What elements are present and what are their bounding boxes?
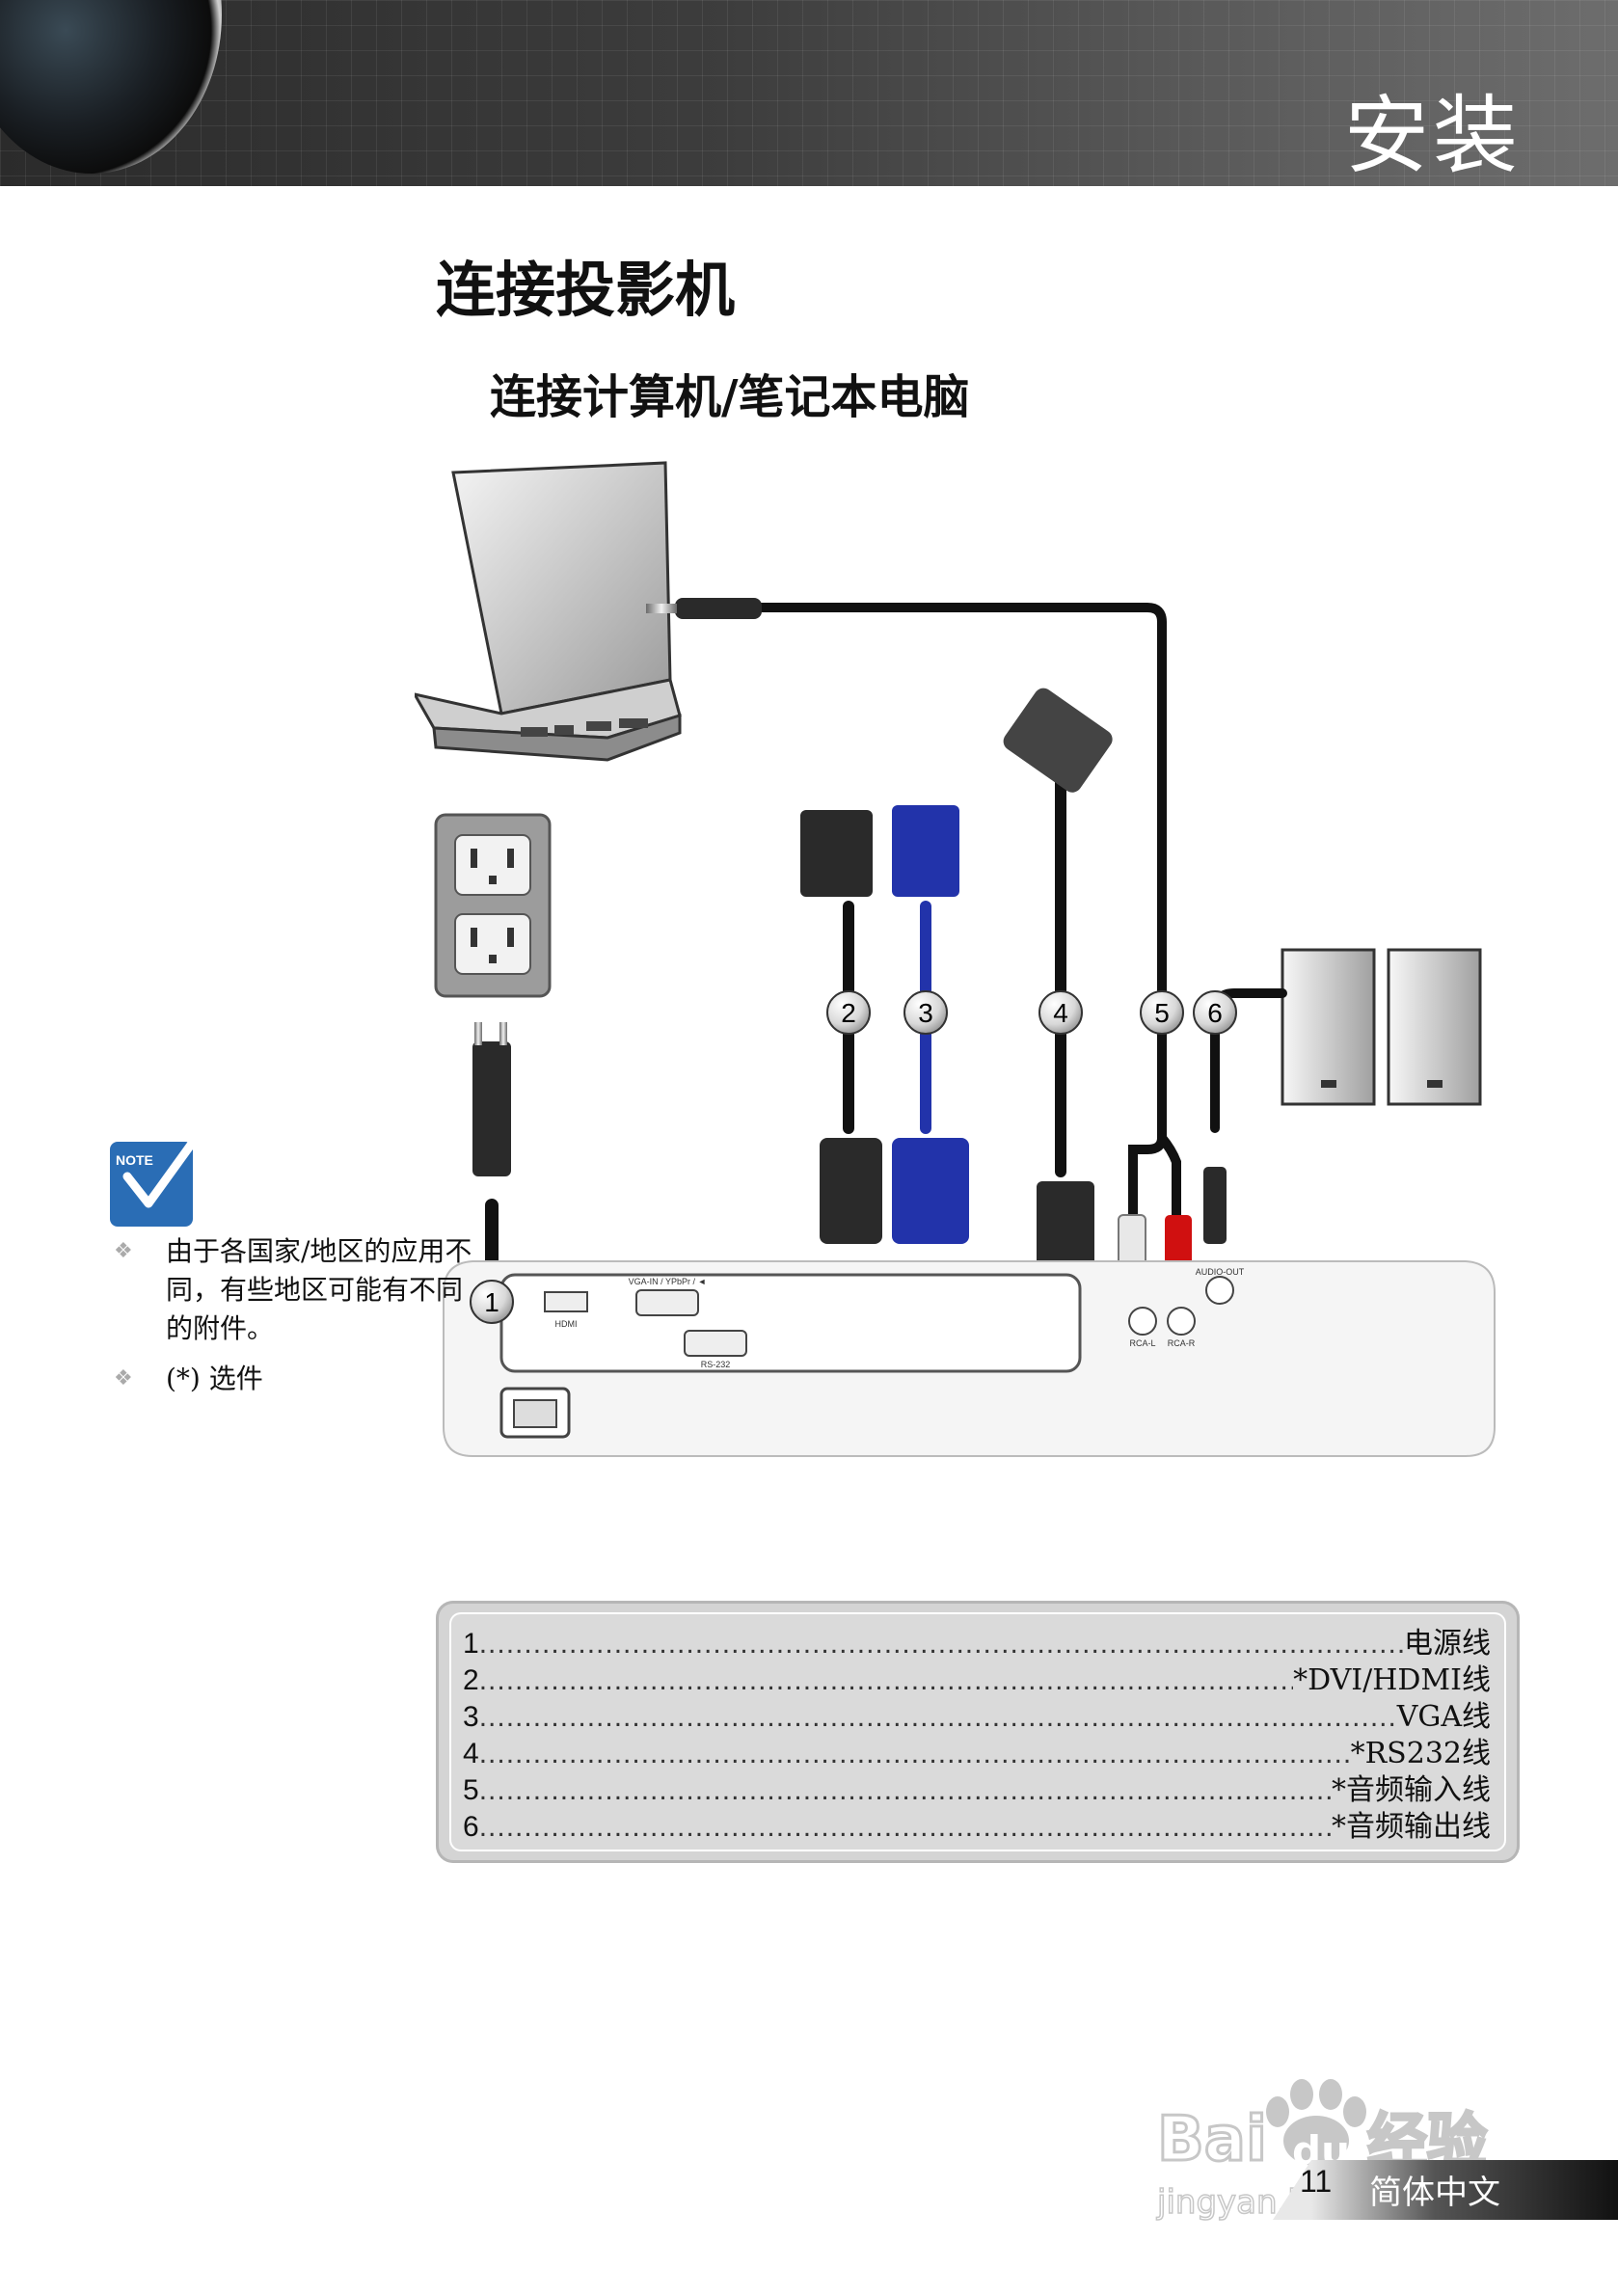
legend-number: 4 [463, 1738, 479, 1769]
port-label-audio-out: AUDIO-OUT [1196, 1267, 1245, 1277]
callout-label-4: 4 [1053, 998, 1068, 1028]
legend-row: 4 ......................................… [463, 1736, 1491, 1772]
leader-dots: ........................................… [478, 1738, 1351, 1769]
footer-language: 简体中文 [1369, 2174, 1500, 2212]
callout-3: 3 [903, 990, 948, 1035]
callout-5: 5 [1140, 990, 1184, 1035]
callout-label-1: 1 [484, 1287, 499, 1317]
legend-number: 5 [463, 1774, 479, 1806]
legend-number: 6 [463, 1811, 479, 1843]
speakers-graphic [1281, 948, 1482, 1106]
note-item: ❖ 由于各国家/地区的应用不同，有些地区可能有不同的附件。 [114, 1232, 484, 1348]
callout-label-5: 5 [1154, 998, 1170, 1028]
note-item: ❖ (*) 选件 [114, 1360, 484, 1398]
leader-dots: ........................................… [478, 1811, 1332, 1843]
legend-label: *RS232线 [1350, 1737, 1491, 1770]
legend-number: 2 [463, 1664, 479, 1696]
callout-1: 1 [470, 1280, 514, 1324]
legend-label: VGA线 [1396, 1700, 1491, 1734]
cable-legend-panel [449, 1612, 1506, 1851]
port-label-hdmi: HDMI [555, 1319, 578, 1329]
page-number: 11 [1300, 2164, 1333, 2199]
page-subtitle: 连接计算机/笔记本电脑 [490, 370, 970, 424]
diamond-bullet-icon: ❖ [114, 1239, 133, 1263]
legend-label: *DVI/HDMI线 [1293, 1663, 1491, 1697]
leader-dots: ........................................… [478, 1664, 1293, 1696]
legend-row: 1 ......................................… [463, 1626, 1491, 1662]
projector-graphic [443, 1260, 1496, 1457]
port-label-vga: VGA-IN / YPbPr / ◄ [629, 1277, 707, 1286]
legend-row: 2 ......................................… [463, 1662, 1491, 1699]
legend-row: 5 ......................................… [463, 1772, 1491, 1809]
leader-dots: ........................................… [478, 1774, 1332, 1806]
port-label-rca-l: RCA-L [1129, 1338, 1155, 1348]
callout-4: 4 [1038, 990, 1083, 1035]
callout-6: 6 [1193, 990, 1237, 1035]
callout-label-2: 2 [841, 998, 856, 1028]
callout-label-3: 3 [918, 998, 933, 1028]
header-banner: 安装 [0, 0, 1618, 186]
connection-diagram: 1 2 3 4 5 6 HDMI VGA-IN / YPbPr / ◄ RS-2… [415, 461, 1496, 1457]
note-icon: NOTE [110, 1129, 202, 1227]
wall-outlet-graphic [434, 813, 552, 998]
legend-row: 3 ......................................… [463, 1699, 1491, 1736]
legend-label: *音频输入线 [1332, 1773, 1491, 1807]
callout-label-6: 6 [1207, 998, 1223, 1028]
banner-grid-pattern [0, 0, 1618, 186]
leader-dots: ........................................… [478, 1628, 1404, 1660]
paw-logo-icon [1266, 2079, 1366, 2166]
section-title: 安装 [1343, 86, 1522, 185]
note-list: ❖ 由于各国家/地区的应用不同，有些地区可能有不同的附件。 ❖ (*) 选件 [114, 1232, 484, 1410]
note-text: 由于各国家/地区的应用不同，有些地区可能有不同的附件。 [166, 1235, 472, 1344]
diamond-bullet-icon: ❖ [114, 1366, 133, 1391]
note-icon-label: NOTE [116, 1152, 153, 1168]
cable-legend: 1 ......................................… [436, 1601, 1520, 1863]
note-text: (*) 选件 [166, 1363, 263, 1394]
port-label-rs232: RS-232 [701, 1360, 731, 1369]
page-title: 连接投影机 [436, 255, 736, 325]
legend-number: 1 [463, 1628, 479, 1660]
legend-row: 6 ......................................… [463, 1809, 1491, 1846]
port-label-rca-r: RCA-R [1168, 1338, 1196, 1348]
callout-2: 2 [826, 990, 871, 1035]
legend-label: 电源线 [1404, 1627, 1491, 1661]
footer-bar [1273, 2160, 1618, 2220]
legend-label: *音频输出线 [1332, 1810, 1491, 1844]
leader-dots: ........................................… [478, 1701, 1397, 1733]
laptop-graphic [415, 461, 682, 762]
legend-number: 3 [463, 1701, 479, 1733]
watermark-brand: Bai [1157, 2104, 1267, 2175]
